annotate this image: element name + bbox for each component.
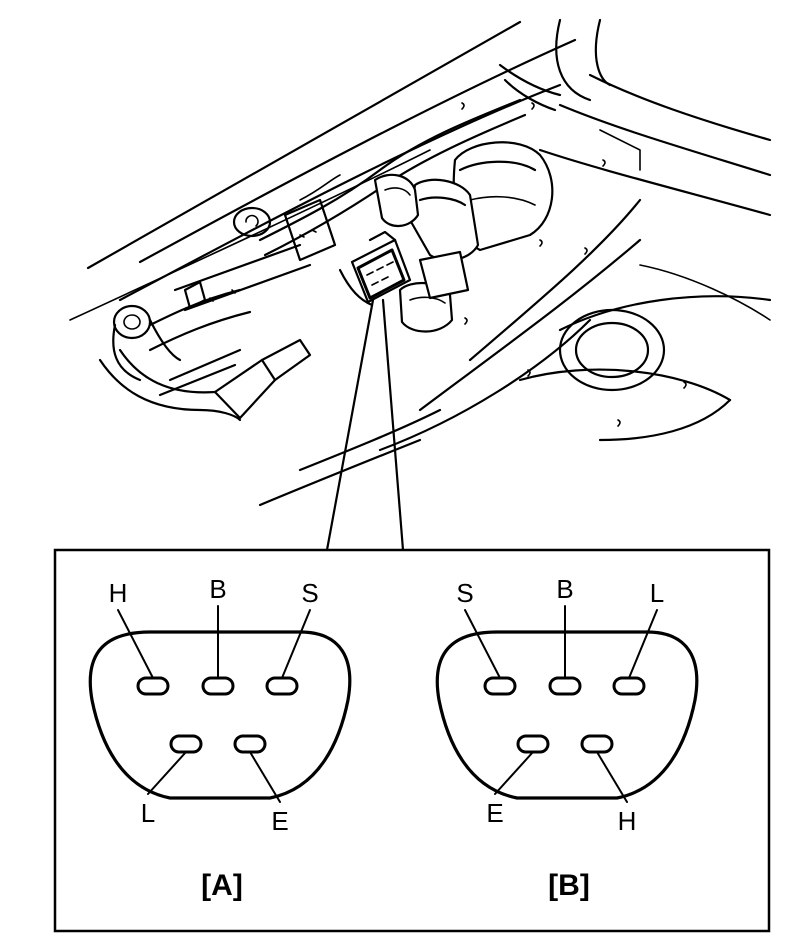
connector-caption: [A]: [201, 869, 243, 902]
terminal-pin: [483, 676, 517, 696]
pin-label: H: [618, 806, 637, 836]
terminal-pin: [201, 676, 235, 696]
pin-label: S: [456, 578, 473, 608]
terminal-pin: [136, 676, 170, 696]
pin-leader-line: [464, 609, 501, 679]
terminal-pin: [265, 676, 299, 696]
terminal-pin: [548, 676, 582, 696]
pin-leader-line: [281, 609, 311, 679]
connector-b: S B L E H [B]: [435, 574, 699, 902]
pin-label: E: [271, 806, 288, 836]
pin-leader-line: [596, 751, 628, 803]
pin-label: B: [209, 574, 226, 604]
pin-label: B: [556, 574, 573, 604]
pin-leader-line: [249, 751, 281, 803]
connector-a: H B S L E [A]: [88, 574, 352, 902]
terminal-pin: [612, 676, 646, 696]
connector-housing: [435, 630, 699, 800]
callout-leader-lines: [325, 298, 405, 552]
terminal-pin: [516, 734, 550, 754]
terminal-pin: [169, 734, 203, 754]
pin-leader-line: [494, 751, 534, 795]
pin-label: L: [141, 798, 155, 828]
connector-housing: [88, 630, 352, 800]
pin-label: H: [109, 578, 128, 608]
pin-leader-line: [117, 609, 154, 679]
terminal-pin: [580, 734, 614, 754]
pin-label: S: [301, 578, 318, 608]
pin-leader-line: [147, 751, 187, 795]
pin-leader-line: [628, 609, 658, 679]
pin-label: E: [486, 798, 503, 828]
terminal-pin: [233, 734, 267, 754]
connector-caption: [B]: [548, 869, 590, 902]
engine-bay-illustration: [69, 18, 772, 507]
connector-views: H B S L E [A] S B L E H [B]: [88, 574, 699, 902]
pin-label: L: [650, 578, 664, 608]
